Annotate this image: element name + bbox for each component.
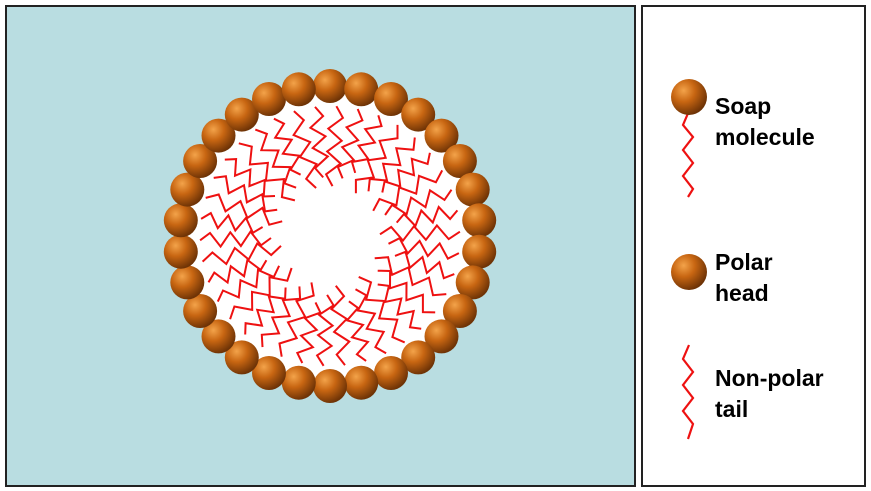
- legend-label-non-polar-tail: Non-polar tail: [715, 363, 865, 425]
- polar-head: [374, 356, 408, 390]
- polar-head: [456, 173, 490, 207]
- polar-head: [282, 366, 316, 400]
- polar-head: [164, 203, 198, 237]
- polar-head: [462, 235, 496, 269]
- legend-panel: Soap molecule Polar head Non-polar tail: [641, 5, 866, 487]
- polar-head: [164, 235, 198, 269]
- polar-head: [313, 69, 347, 103]
- polar-head: [462, 203, 496, 237]
- soap-molecule-head-icon: [671, 79, 707, 115]
- polar-head: [313, 369, 347, 403]
- polar-head: [170, 265, 204, 299]
- legend-label-soap-molecule: Soap molecule: [715, 91, 865, 153]
- polar-head: [344, 72, 378, 106]
- legend-label-polar-head: Polar head: [715, 247, 865, 309]
- polar-head: [344, 366, 378, 400]
- non-polar-tail-icon: [683, 345, 693, 439]
- polar-head-icon: [671, 254, 707, 290]
- polar-head: [282, 72, 316, 106]
- micelle-svg: [7, 7, 634, 485]
- legend-soap-molecule-icon: [671, 79, 707, 197]
- micelle-diagram-panel: [5, 5, 636, 487]
- polar-head: [252, 82, 286, 116]
- soap-molecule-tail-icon: [683, 111, 693, 197]
